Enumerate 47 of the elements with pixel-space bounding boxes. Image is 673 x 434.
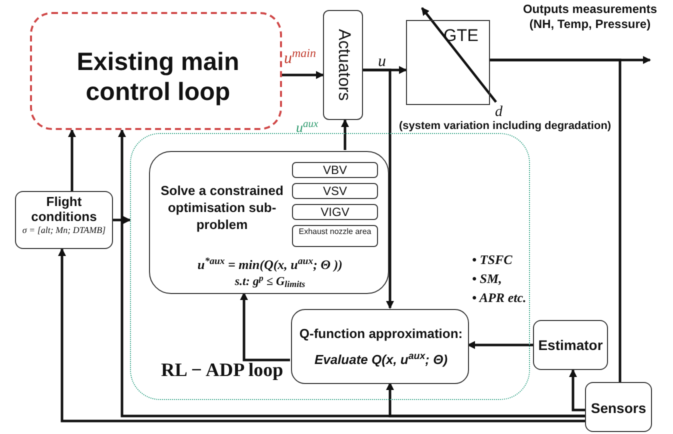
metric-item: • APR etc. <box>472 289 526 307</box>
edge-label: Outputs measurements (NH, Temp, Pressure) <box>522 2 658 32</box>
formula: σ = [alt; Mn; DTAMB] <box>21 225 107 235</box>
formula: u$^{*aux}$ = min(Q(x, u$^{aux}$; Θ )) <box>196 255 344 274</box>
actuator-item <box>292 225 378 247</box>
metric-item: • SM, <box>472 270 503 288</box>
disturbance-note: (system variation including degradation) <box>399 119 612 134</box>
actuator-item <box>292 183 378 199</box>
arrow <box>282 71 324 79</box>
box-title: VBV <box>322 163 348 177</box>
edge-label: u$^{main}$ <box>284 50 317 68</box>
arrow <box>240 292 290 362</box>
actuator-item <box>292 162 378 178</box>
actuator-box <box>323 10 363 120</box>
edge-label: u$^{aux}$ <box>296 118 320 138</box>
conditions-box <box>15 191 113 249</box>
metric-item: • TSFC <box>472 251 514 269</box>
box-title: Estimator <box>537 336 604 355</box>
arrow <box>113 216 131 224</box>
box-title: Q-function approximation: <box>298 325 464 343</box>
box-title: Existing main control loop <box>76 47 240 107</box>
disturbance-symbol: d <box>495 103 502 121</box>
box-description: Solve a constrained optimisation sub-problem <box>160 182 284 233</box>
formula: Evaluate Q(x, u$^{aux}$; Θ) <box>313 350 449 369</box>
arrow <box>386 382 585 418</box>
arrow <box>68 129 76 191</box>
arrow <box>467 341 533 349</box>
arrow <box>341 119 349 150</box>
box-title: Flight conditions <box>30 194 98 224</box>
connector-line <box>490 58 622 382</box>
estimator-box <box>533 320 608 370</box>
function-box <box>291 309 469 384</box>
box-title: Sensors <box>590 399 648 418</box>
arrow <box>569 369 585 412</box>
constraint-formula: s.t: g$^{p}$ ≤ G$_{limits}$ <box>234 272 306 290</box>
optimisation-box <box>149 151 389 294</box>
edge-label: u <box>378 52 387 72</box>
box-title: Exhaust nozzle area <box>298 227 372 236</box>
arrow <box>58 248 585 422</box>
box-title: VSV <box>322 184 348 198</box>
sensor-box <box>585 382 652 432</box>
box-title: VIGV <box>320 205 350 219</box>
actuator-item <box>292 204 378 220</box>
loop-region <box>130 133 530 400</box>
arrow <box>363 68 394 309</box>
control-loop-box <box>30 12 282 130</box>
box-title: Actuators <box>334 28 355 103</box>
